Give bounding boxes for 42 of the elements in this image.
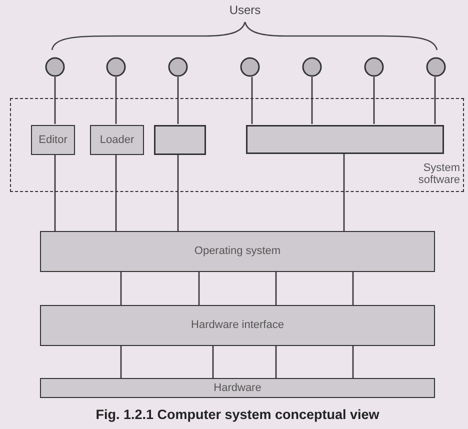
- layer-box: [40, 231, 435, 272]
- user-circle: [45, 57, 65, 77]
- layer-box: [31, 125, 75, 155]
- connector-line: [311, 77, 313, 124]
- connector-line: [54, 77, 56, 124]
- region-label: System software: [417, 162, 460, 186]
- box-label: Operating system: [194, 245, 281, 258]
- layer-box: [40, 305, 435, 346]
- connector-line: [212, 346, 214, 378]
- user-circle: [240, 57, 260, 77]
- user-circle: [302, 57, 322, 77]
- blank-box: [246, 125, 444, 154]
- user-circle: [106, 57, 126, 77]
- blank-box: [154, 125, 206, 155]
- box-label: Loader: [100, 134, 134, 146]
- connector-line: [54, 154, 56, 231]
- box-label: Editor: [38, 134, 68, 146]
- connector-line: [373, 77, 375, 124]
- connector-line: [198, 272, 200, 305]
- connector-line: [251, 77, 253, 124]
- user-circle: [426, 57, 446, 77]
- box-label: Hardware: [214, 382, 262, 394]
- connector-line: [352, 272, 354, 305]
- connector-line: [115, 77, 117, 124]
- dashed-region: [10, 98, 464, 192]
- box-label: Hardware interface: [191, 319, 284, 332]
- connector-line: [275, 346, 277, 378]
- user-circle: [168, 57, 188, 77]
- connector-line: [115, 154, 117, 231]
- connector-line: [120, 272, 122, 305]
- connector-line: [434, 77, 436, 124]
- layer-box: [40, 378, 435, 398]
- connector-line: [275, 272, 277, 305]
- connector-line: [343, 153, 345, 231]
- layer-box: [90, 125, 144, 155]
- connector-line: [120, 346, 122, 378]
- user-circle: [364, 57, 384, 77]
- group-label: Users: [228, 3, 262, 17]
- connector-line: [352, 346, 354, 378]
- connector-line: [177, 154, 179, 231]
- connector-line: [177, 77, 179, 124]
- figure-caption: Fig. 1.2.1 Computer system conceptual view: [94, 406, 380, 423]
